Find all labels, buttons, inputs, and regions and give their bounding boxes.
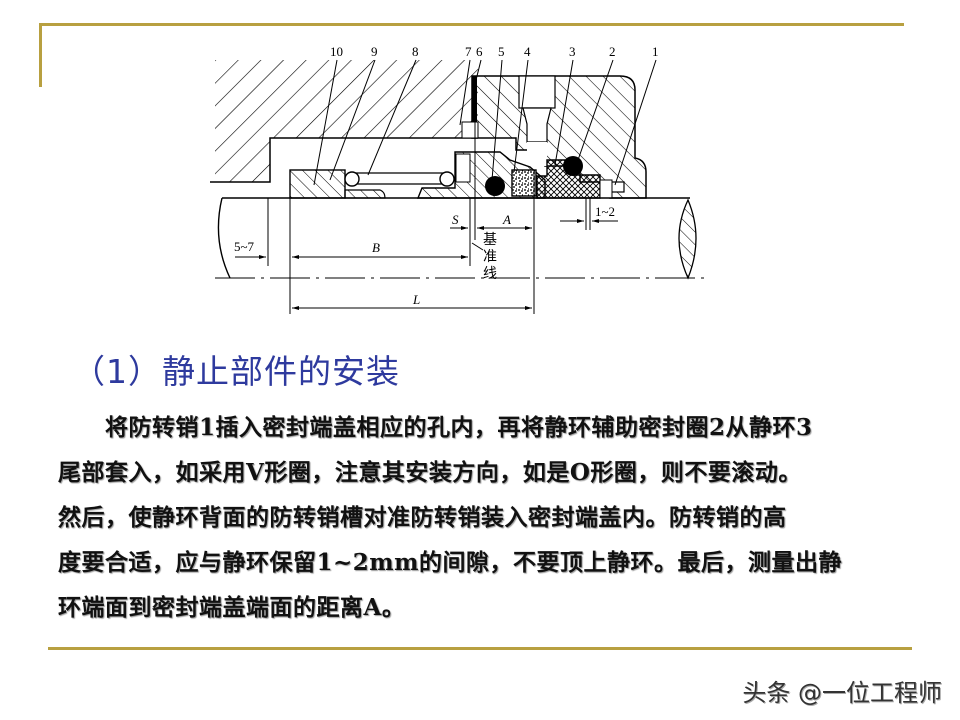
part-label-9: 9 — [371, 44, 378, 59]
bottom-border-rule — [48, 647, 912, 650]
part-label-10: 10 — [330, 44, 343, 59]
part-label-8: 8 — [412, 44, 419, 59]
paragraph-line-5: 环端面到密封端盖端面的距离A。 — [58, 594, 406, 621]
part-label-3: 3 — [569, 44, 576, 59]
top-border-rule — [39, 23, 904, 26]
rotating-assembly — [289, 151, 546, 199]
paragraph-line-3: 然后，使静环背面的防转销槽对准防转销装入密封端盖内。防转销的高 — [58, 504, 787, 531]
dimension-gap-left: 5~7 — [234, 239, 255, 254]
dimension-b: B — [372, 240, 380, 255]
mechanical-seal-diagram: 10 9 8 7 6 5 4 3 2 1 5~7 B S A L 1~2 基 准… — [210, 44, 708, 314]
left-border-rule — [39, 23, 42, 87]
part-labels: 10 9 8 7 6 5 4 3 2 1 — [330, 44, 659, 59]
part-label-6: 6 — [476, 44, 483, 59]
dimension-a: A — [502, 212, 511, 227]
watermark: 头条 @一位工程师 — [742, 679, 942, 707]
dimension-arrows — [259, 219, 599, 310]
dimension-s: S — [452, 212, 459, 227]
paragraph-line-2: 尾部套入，如采用V形圈，注意其安装方向，如是O形圈，则不要滚动。 — [58, 459, 802, 486]
leader-lines — [313, 59, 657, 186]
reference-line-label-2: 准 — [483, 249, 497, 265]
instruction-paragraph: 将防转销1插入密封端盖相应的孔内，再将静环辅助密封圈2从静环3 尾部套入，如采用… — [58, 405, 918, 630]
reference-line-label-3: 线 — [483, 266, 497, 282]
part-label-5: 5 — [498, 44, 505, 59]
part-label-4: 4 — [524, 44, 531, 59]
paragraph-line-4: 度要合适，应与静环保留1~2mm的间隙，不要顶上静环。最后，测量出静 — [58, 549, 842, 576]
dimension-gap-right: 1~2 — [595, 204, 615, 219]
dimension-l: L — [412, 292, 420, 307]
part-label-2: 2 — [609, 44, 616, 59]
reference-line-label-1: 基 — [483, 231, 497, 248]
paragraph-line-1: 将防转销1插入密封端盖相应的孔内，再将静环辅助密封圈2从静环3 — [105, 414, 813, 441]
section-title: （1）静止部件的安装 — [72, 352, 400, 391]
part-label-7: 7 — [465, 44, 472, 59]
shaft — [215, 197, 708, 280]
part-label-1: 1 — [652, 44, 659, 59]
pump-housing — [210, 60, 478, 183]
dimension-labels: 5~7 B S A L 1~2 基 准 线 — [234, 204, 615, 307]
